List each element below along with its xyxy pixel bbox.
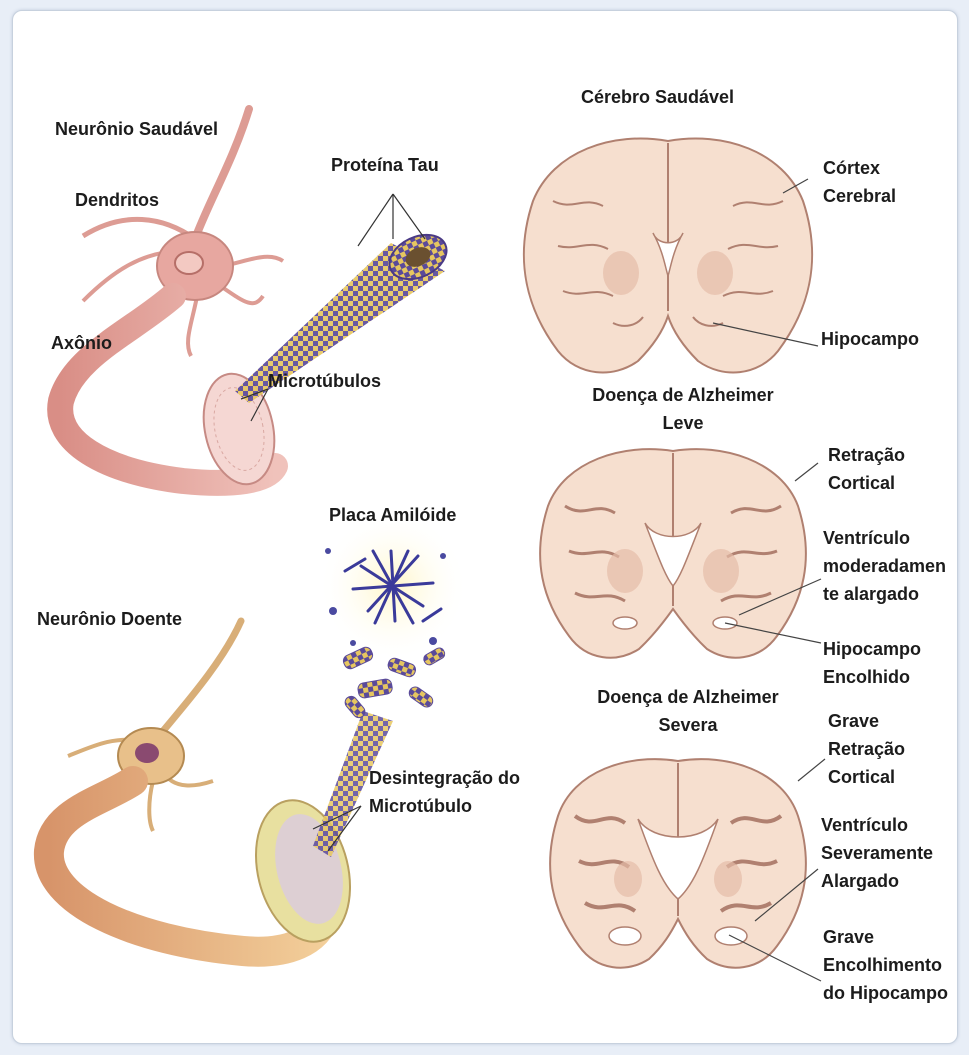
retraction-line-2: Cortical: [828, 469, 905, 497]
dendrites-label: Dendritos: [75, 186, 159, 214]
disintegration-line-2: Microtúbulo: [369, 792, 520, 820]
severe-ventricle-line-3: Alargado: [821, 867, 933, 895]
healthy-neuron-title: Neurônio Saudável: [55, 115, 218, 143]
tau-protein-label: Proteína Tau: [331, 151, 439, 179]
brain-mild: [540, 449, 821, 658]
severe-ventricle-line-2: Severamente: [821, 839, 933, 867]
disintegration-label: Desintegração do Microtúbulo: [369, 764, 520, 820]
severe-title-line-1: Doença de Alzheimer: [563, 683, 813, 711]
ventricle-line-2: moderadamen: [823, 552, 946, 580]
mild-alzheimer-title: Doença de Alzheimer Leve: [558, 381, 808, 437]
amyloid-plaque-label: Placa Amilóide: [329, 501, 456, 529]
sick-neuron: [49, 621, 364, 952]
sick-neuron-title: Neurônio Doente: [37, 605, 182, 633]
severe-hippocampus-label: Grave Encolhimento do Hipocampo: [823, 923, 948, 1007]
ventricle-line-3: te alargado: [823, 580, 946, 608]
mild-title-line-1: Doença de Alzheimer: [558, 381, 808, 409]
cerebral-cortex-label: Córtex Cerebral: [823, 154, 896, 210]
severe-retraction-line-1: Grave: [828, 707, 905, 735]
hippocampus-label: Hipocampo: [821, 325, 919, 353]
brain-healthy: [524, 139, 818, 373]
shrunken-hippocampus-line-2: Encolhido: [823, 663, 921, 691]
shrunken-hippocampus-label: Hipocampo Encolhido: [823, 635, 921, 691]
microtubules-label: Microtúbulos: [268, 367, 381, 395]
axon-label: Axônio: [51, 329, 112, 357]
diagram-frame: Neurônio Saudável Dendritos Proteína Tau…: [12, 10, 958, 1044]
severe-ventricle-label: Ventrículo Severamente Alargado: [821, 811, 933, 895]
severe-hippocampus-line-1: Grave: [823, 923, 948, 951]
severe-hippocampus-line-2: Encolhimento: [823, 951, 948, 979]
healthy-brain-title: Cérebro Saudável: [581, 83, 734, 111]
retraction-line-1: Retração: [828, 441, 905, 469]
illustration: [13, 11, 957, 1043]
amyloid-plaque: [318, 511, 468, 661]
shrunken-hippocampus-line-1: Hipocampo: [823, 635, 921, 663]
cortex-line-1: Córtex: [823, 154, 896, 182]
cortical-retraction-label: Retração Cortical: [828, 441, 905, 497]
severe-title-line-2: Severa: [563, 711, 813, 739]
severe-hippocampus-line-3: do Hipocampo: [823, 979, 948, 1007]
severe-retraction-line-3: Cortical: [828, 763, 905, 791]
mild-title-line-2: Leve: [558, 409, 808, 437]
severe-alzheimer-title: Doença de Alzheimer Severa: [563, 683, 813, 739]
enlarged-ventricle-label: Ventrículo moderadamen te alargado: [823, 524, 946, 608]
healthy-neuron: [60, 109, 284, 491]
disintegrating-microtubule: [313, 645, 447, 857]
disintegration-line-1: Desintegração do: [369, 764, 520, 792]
severe-retraction-line-2: Retração: [828, 735, 905, 763]
brain-severe: [550, 759, 825, 981]
severe-ventricle-line-1: Ventrículo: [821, 811, 933, 839]
ventricle-line-1: Ventrículo: [823, 524, 946, 552]
severe-retraction-label: Grave Retração Cortical: [828, 707, 905, 791]
cortex-line-2: Cerebral: [823, 182, 896, 210]
